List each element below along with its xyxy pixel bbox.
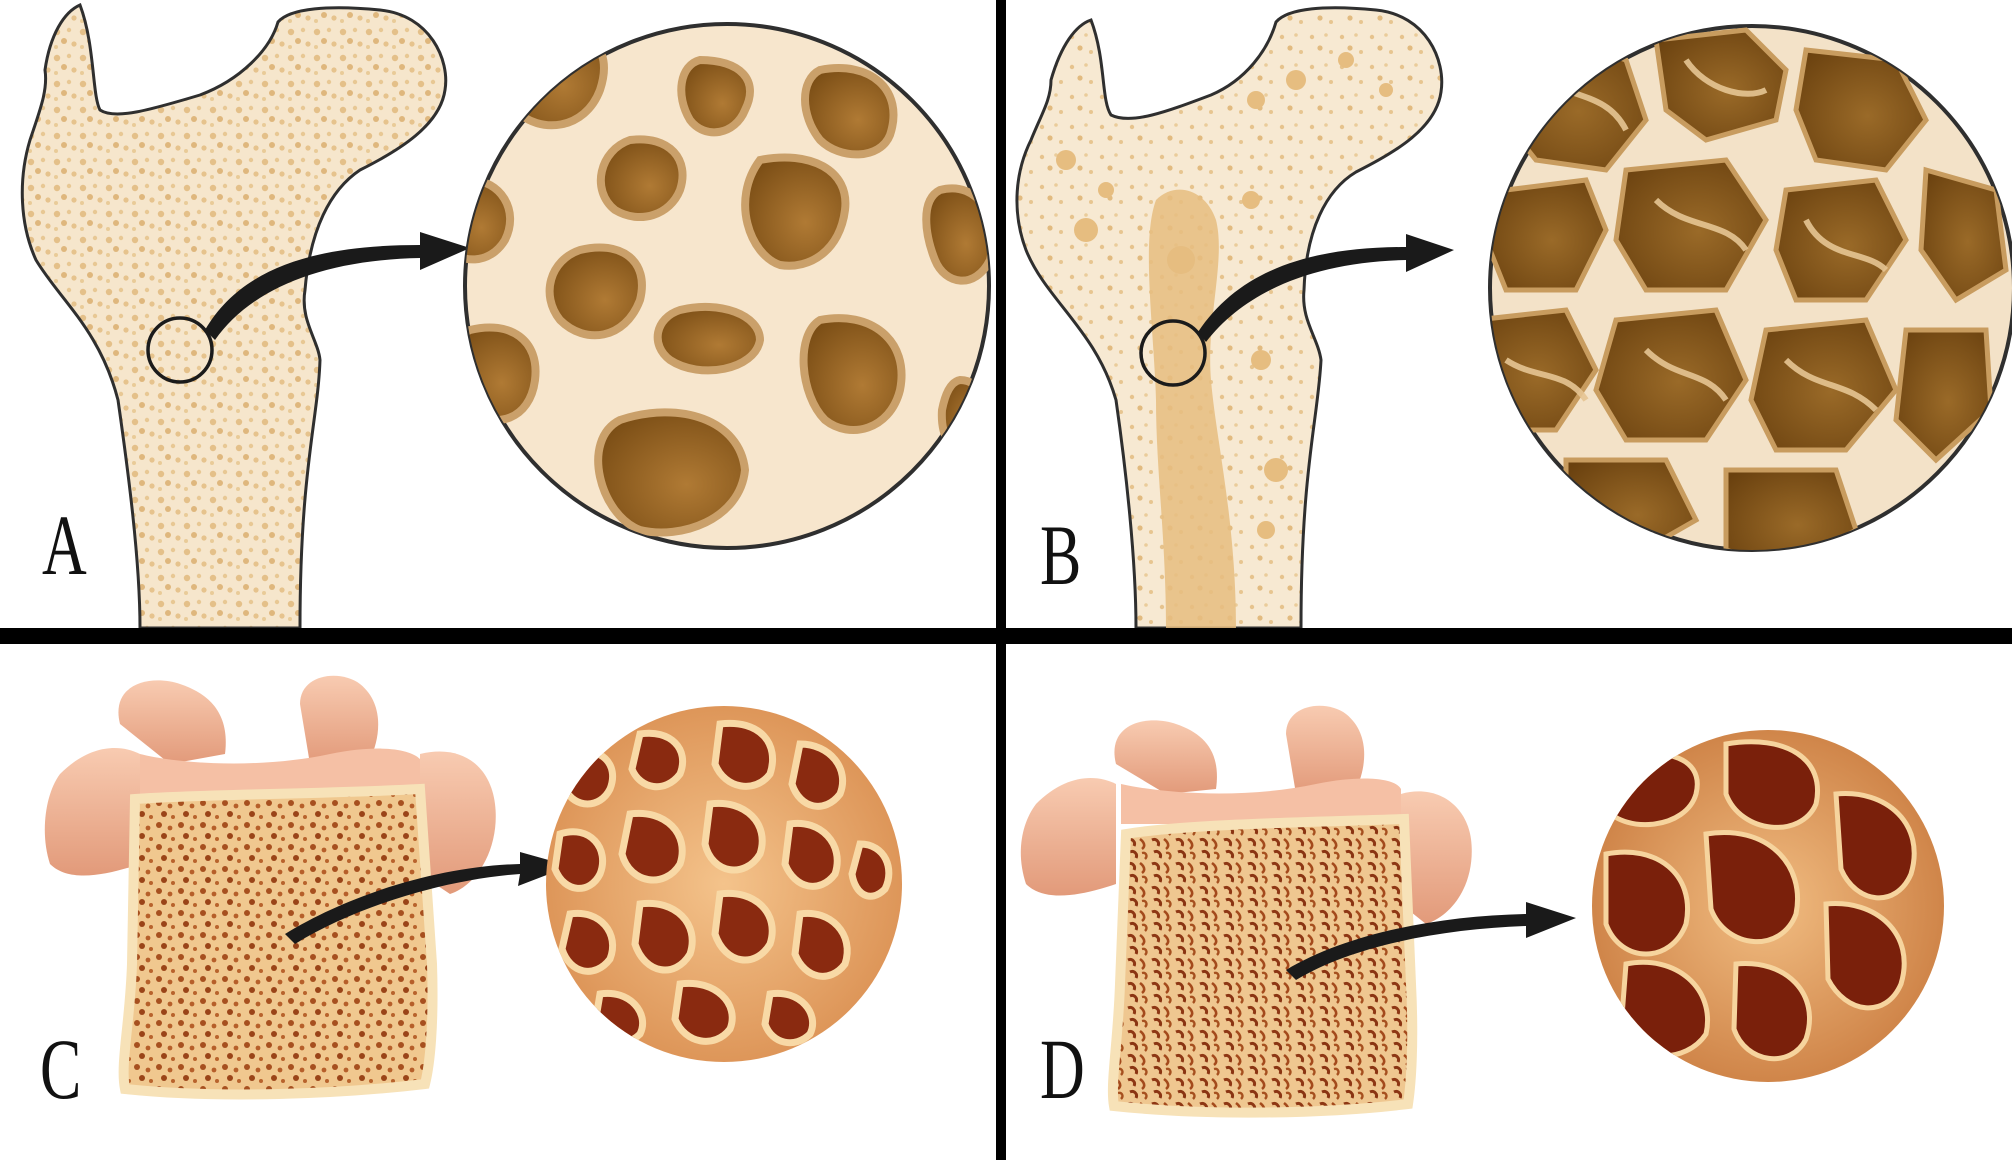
- trabecular-zoom-porous-vertebra: [1592, 730, 1944, 1082]
- magnification-circle-icon: [1139, 319, 1207, 387]
- panel-a-illustration: [20, 2, 991, 628]
- horizontal-divider: [0, 628, 2012, 644]
- vertical-divider: [996, 0, 1006, 1160]
- panel-b-illustration: [1015, 6, 2012, 628]
- trabecular-zoom-normal-vertebra: [546, 706, 902, 1062]
- vertebral-body-d: [1107, 813, 1418, 1118]
- femur-bone-b: [1015, 6, 1444, 628]
- panel-c-illustration: [44, 675, 902, 1100]
- porous-patches-b: [1056, 52, 1393, 628]
- vertebral-body-c: [118, 783, 438, 1100]
- vertebra-process-c: [118, 680, 226, 764]
- panel-b: B: [1006, 0, 2012, 628]
- vertebra-process-d: [1286, 705, 1365, 794]
- panel-label-c: C: [40, 1021, 82, 1117]
- vertebra-process-d: [1114, 720, 1217, 794]
- vertebra-process-c: [420, 751, 496, 894]
- panel-label-b: B: [1040, 507, 1082, 603]
- trabecular-zoom-normal-femur: [463, 22, 991, 550]
- trabecular-zoom-porous-femur: [1488, 24, 2012, 552]
- panel-c: C: [0, 644, 996, 1160]
- vertebra-process-d: [1401, 791, 1472, 924]
- panel-label-a: A: [42, 497, 87, 593]
- vertebra-process-c: [300, 675, 379, 764]
- vertebra-process-d: [1020, 778, 1116, 896]
- vertebra-process-c: [44, 748, 140, 876]
- curved-arrow-icon: [1198, 234, 1454, 342]
- panel-d-illustration: [1020, 705, 1944, 1118]
- panel-label-d: D: [1040, 1021, 1085, 1117]
- panel-d: D: [1006, 644, 2012, 1160]
- curved-arrow-icon: [285, 852, 570, 944]
- panel-a: A: [0, 0, 996, 628]
- magnification-circle-icon: [146, 316, 214, 384]
- curved-arrow-icon: [1286, 902, 1576, 980]
- curved-arrow-icon: [205, 232, 470, 340]
